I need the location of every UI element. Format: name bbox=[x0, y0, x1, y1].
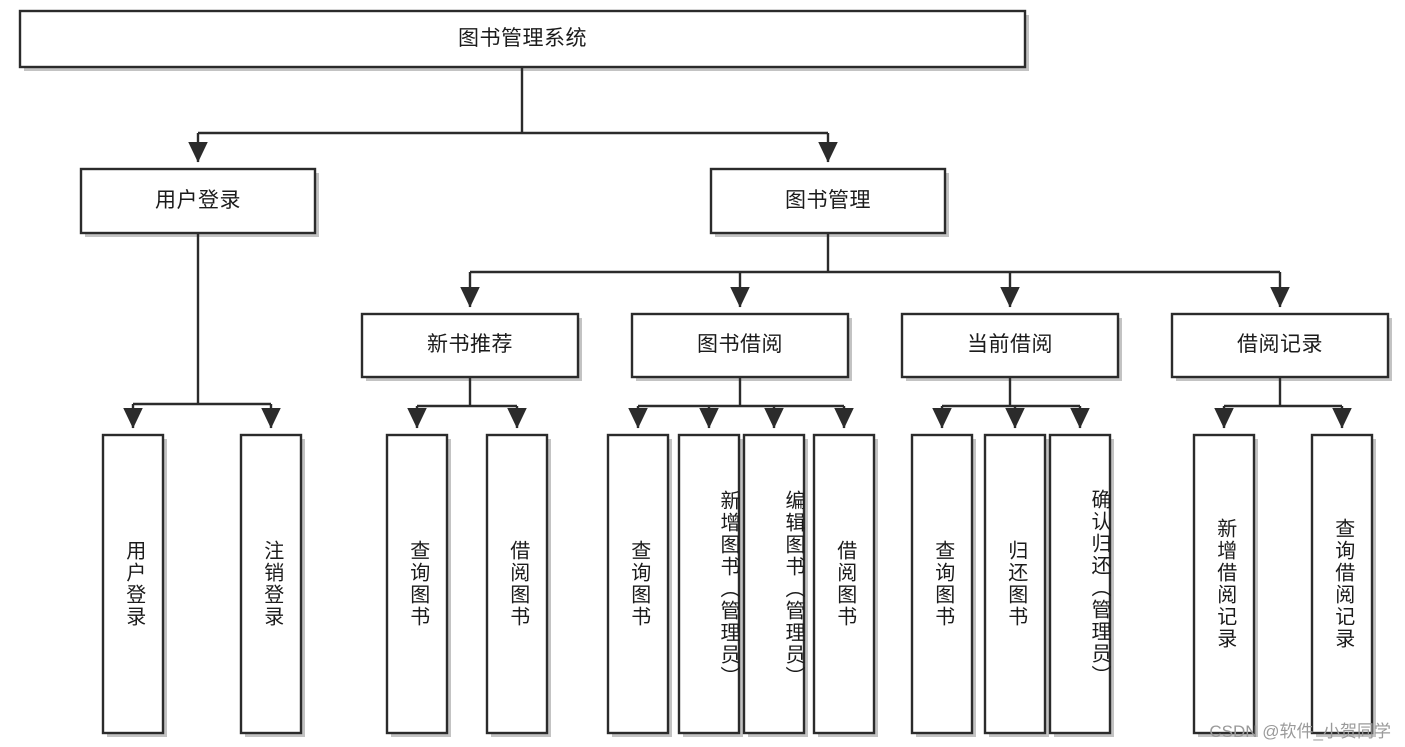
leaf-add-borrow-record[interactable] bbox=[1192, 433, 1256, 735]
node-current-borrow[interactable] bbox=[900, 312, 1120, 379]
leaf-query-borrow-record[interactable] bbox=[1310, 433, 1374, 735]
node-book-borrow[interactable] bbox=[630, 312, 850, 379]
leaf-add-book-admin[interactable] bbox=[677, 433, 741, 735]
leaf-query-book-current[interactable] bbox=[910, 433, 974, 735]
node-boxes bbox=[18, 9, 1390, 735]
leaf-logout[interactable] bbox=[239, 433, 303, 735]
leaf-confirm-return-admin[interactable] bbox=[1048, 433, 1112, 735]
leaf-borrow-book[interactable] bbox=[812, 433, 876, 735]
leaf-return-book[interactable] bbox=[983, 433, 1047, 735]
leaf-edit-book-admin[interactable] bbox=[742, 433, 806, 735]
leaf-borrow-book-rec[interactable] bbox=[485, 433, 549, 735]
connector-edges bbox=[123, 67, 1352, 429]
node-book-management[interactable] bbox=[709, 167, 947, 235]
node-root[interactable] bbox=[18, 9, 1027, 69]
leaf-user-login[interactable] bbox=[101, 433, 165, 735]
leaf-query-book-borrow[interactable] bbox=[606, 433, 670, 735]
node-borrow-records[interactable] bbox=[1170, 312, 1390, 379]
csdn-watermark: CSDN @软件_小贺同学 bbox=[1209, 722, 1391, 741]
leaf-query-book-rec[interactable] bbox=[385, 433, 449, 735]
node-user-login[interactable] bbox=[79, 167, 317, 235]
node-new-book-recommend[interactable] bbox=[360, 312, 580, 379]
